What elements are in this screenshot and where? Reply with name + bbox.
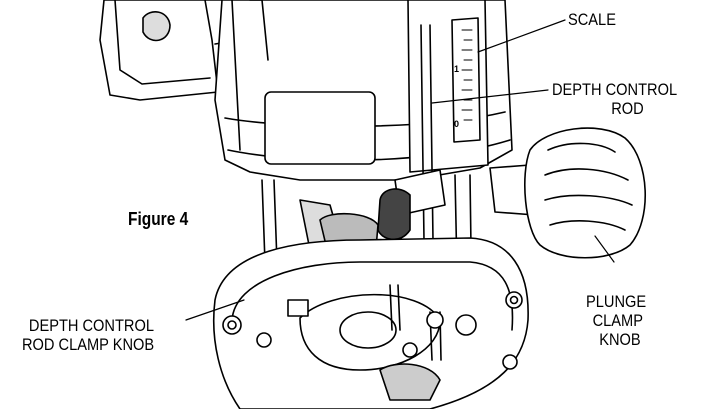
label-plunge-clamp-knob: PLUNGE CLAMP KNOB: [586, 292, 647, 349]
label-scale: SCALE: [568, 10, 616, 29]
label-depth-control-rod: DEPTH CONTROL ROD: [552, 80, 678, 118]
label-figure-number: Figure 4: [128, 210, 188, 229]
scale-tick-0: 0: [454, 119, 459, 129]
router-base: [212, 237, 529, 409]
motor-housing-left: [99, 0, 241, 101]
scale-tick-1: 1: [454, 64, 459, 74]
depth-clamp-block: [377, 169, 446, 241]
scale-column: [407, 0, 489, 241]
leader-lines: [185, 19, 615, 321]
plunge-knob: [489, 127, 646, 259]
label-depth-control-rod-clamp-knob: DEPTH CONTROL ROD CLAMP KNOB: [22, 316, 155, 354]
figure-caption: Figure 4: [128, 209, 189, 229]
